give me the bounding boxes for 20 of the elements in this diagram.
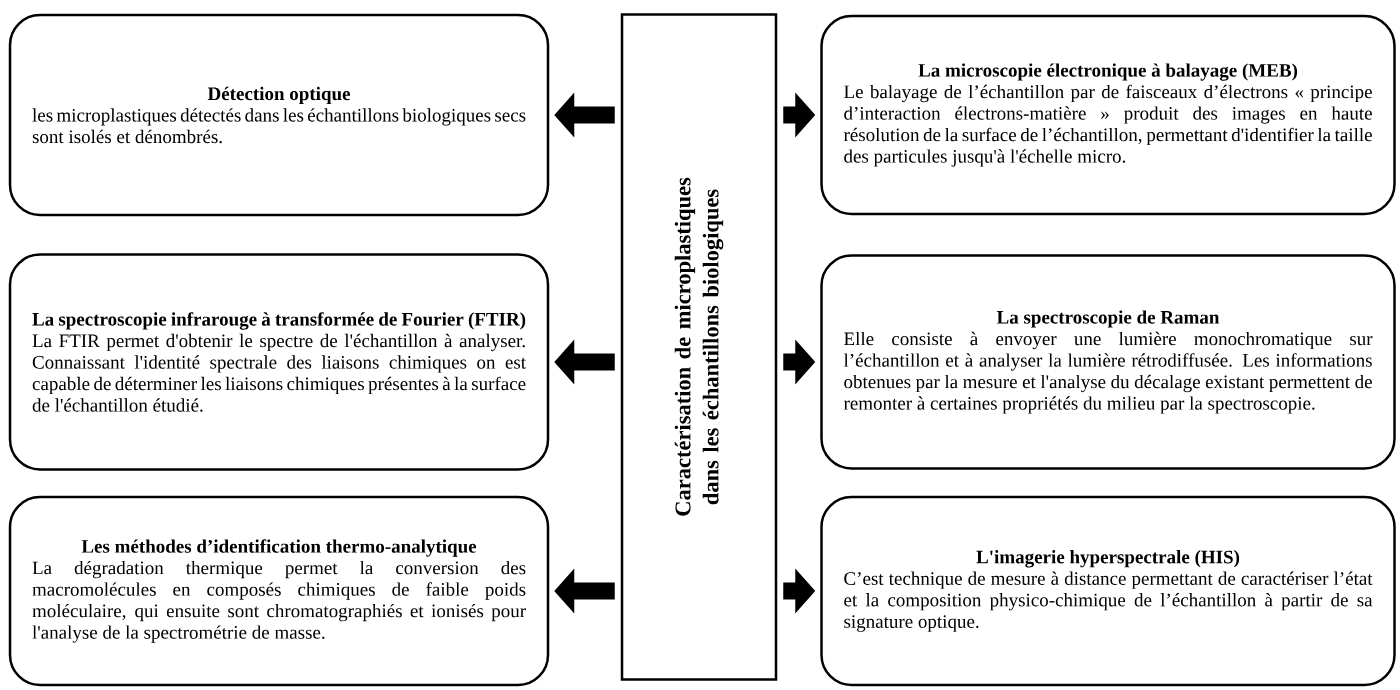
text-box [820, 14, 1396, 216]
box-text: C’est technique de mesure à distance permettant de caractériser l’état et la composition physico-chimique de l’échantillon à partir de sa signature optique. [844, 571, 1373, 632]
box-title: L'imagerie hyperspectrale (HIS) [976, 550, 1240, 568]
title-text: Caractérisation de microplastiques dans les échantillons biologiques [674, 177, 724, 516]
text-box [820, 254, 1396, 470]
box-title: Détection optique [207, 86, 350, 104]
box-title: La spectroscopie infrarouge à transformée de Fourier (FTIR) [32, 312, 526, 330]
box-text: La FTIR permet d'obtenir le spectre de l'échantillon à analyser. Connaissant l'identité spectrale des liaisons chimiques on est capable de déterminer les liaisons chimiques présentes à la surface de l'échantillon étudié. [32, 333, 526, 412]
text-box [8, 495, 550, 687]
box-text: Elle consiste à envoyer une lumière monochromatique sur l’échantillon et à analyser la lumière rétrodiffusée. Les informations obtenues par la mesure et l'analyse du décalage existant permettent de remonter à certaines propriétés du milieu par la spectroscopie. [843, 331, 1373, 414]
box-text: les microplastiques détectés dans les échantillons biologiques secs sont isolés et dénombrés. [32, 108, 526, 144]
box-text: Le balayage de l’échantillon par de faisceaux d’électrons « principe d’interaction électrons-matière » produit des images en haute résolution de la surface de l’échantillon, permettant d'identifier la taille des particules jusqu'à l'échelle micro. [843, 84, 1372, 167]
box-title: La spectroscopie de Raman [996, 310, 1220, 328]
text-box [8, 253, 550, 471]
text-box [820, 495, 1396, 687]
box-title: Les méthodes d’identification thermo-analytique [81, 539, 477, 557]
box-text: La dégradation thermique permet la conversion des macromolécules en composés chimiques de faible poids moléculaire, qui ensuite sont chromatographiés et ionisés pour l'analyse de la spectrométrie de masse. [32, 560, 526, 643]
box-title: La microscopie électronique à balayage (MEB) [918, 63, 1298, 81]
title-box [620, 13, 778, 681]
text-box [8, 13, 550, 217]
